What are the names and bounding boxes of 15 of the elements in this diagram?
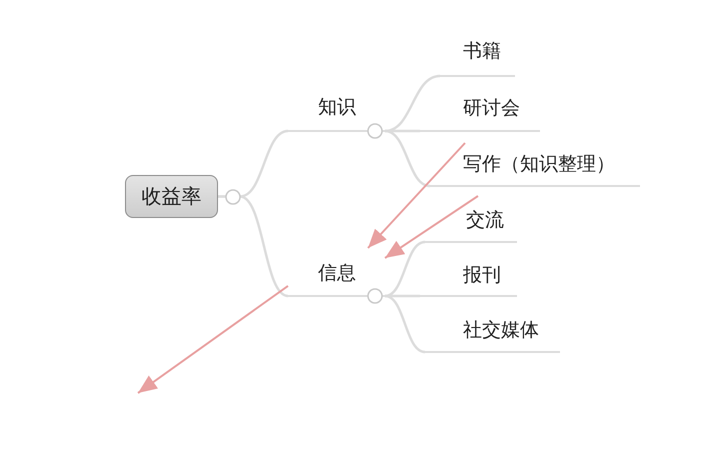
topic-label: 报刊 [420, 260, 517, 298]
branch-line [384, 240, 426, 298]
arrow [367, 142, 466, 249]
topic-label: 研讨会 [420, 94, 540, 132]
arrow [384, 195, 479, 259]
branch-line [384, 74, 440, 132]
topic-label: 交流 [425, 196, 517, 244]
topic-label: 社交媒体 [425, 316, 560, 354]
topic-label: 书籍 [440, 36, 515, 78]
branch-line [384, 130, 430, 188]
branch-line [218, 195, 288, 298]
arrow [137, 285, 289, 394]
branch-line [384, 294, 426, 354]
topic-label: 写作（知识整理） [430, 143, 640, 188]
central-topic-box: 收益率 [125, 175, 218, 218]
